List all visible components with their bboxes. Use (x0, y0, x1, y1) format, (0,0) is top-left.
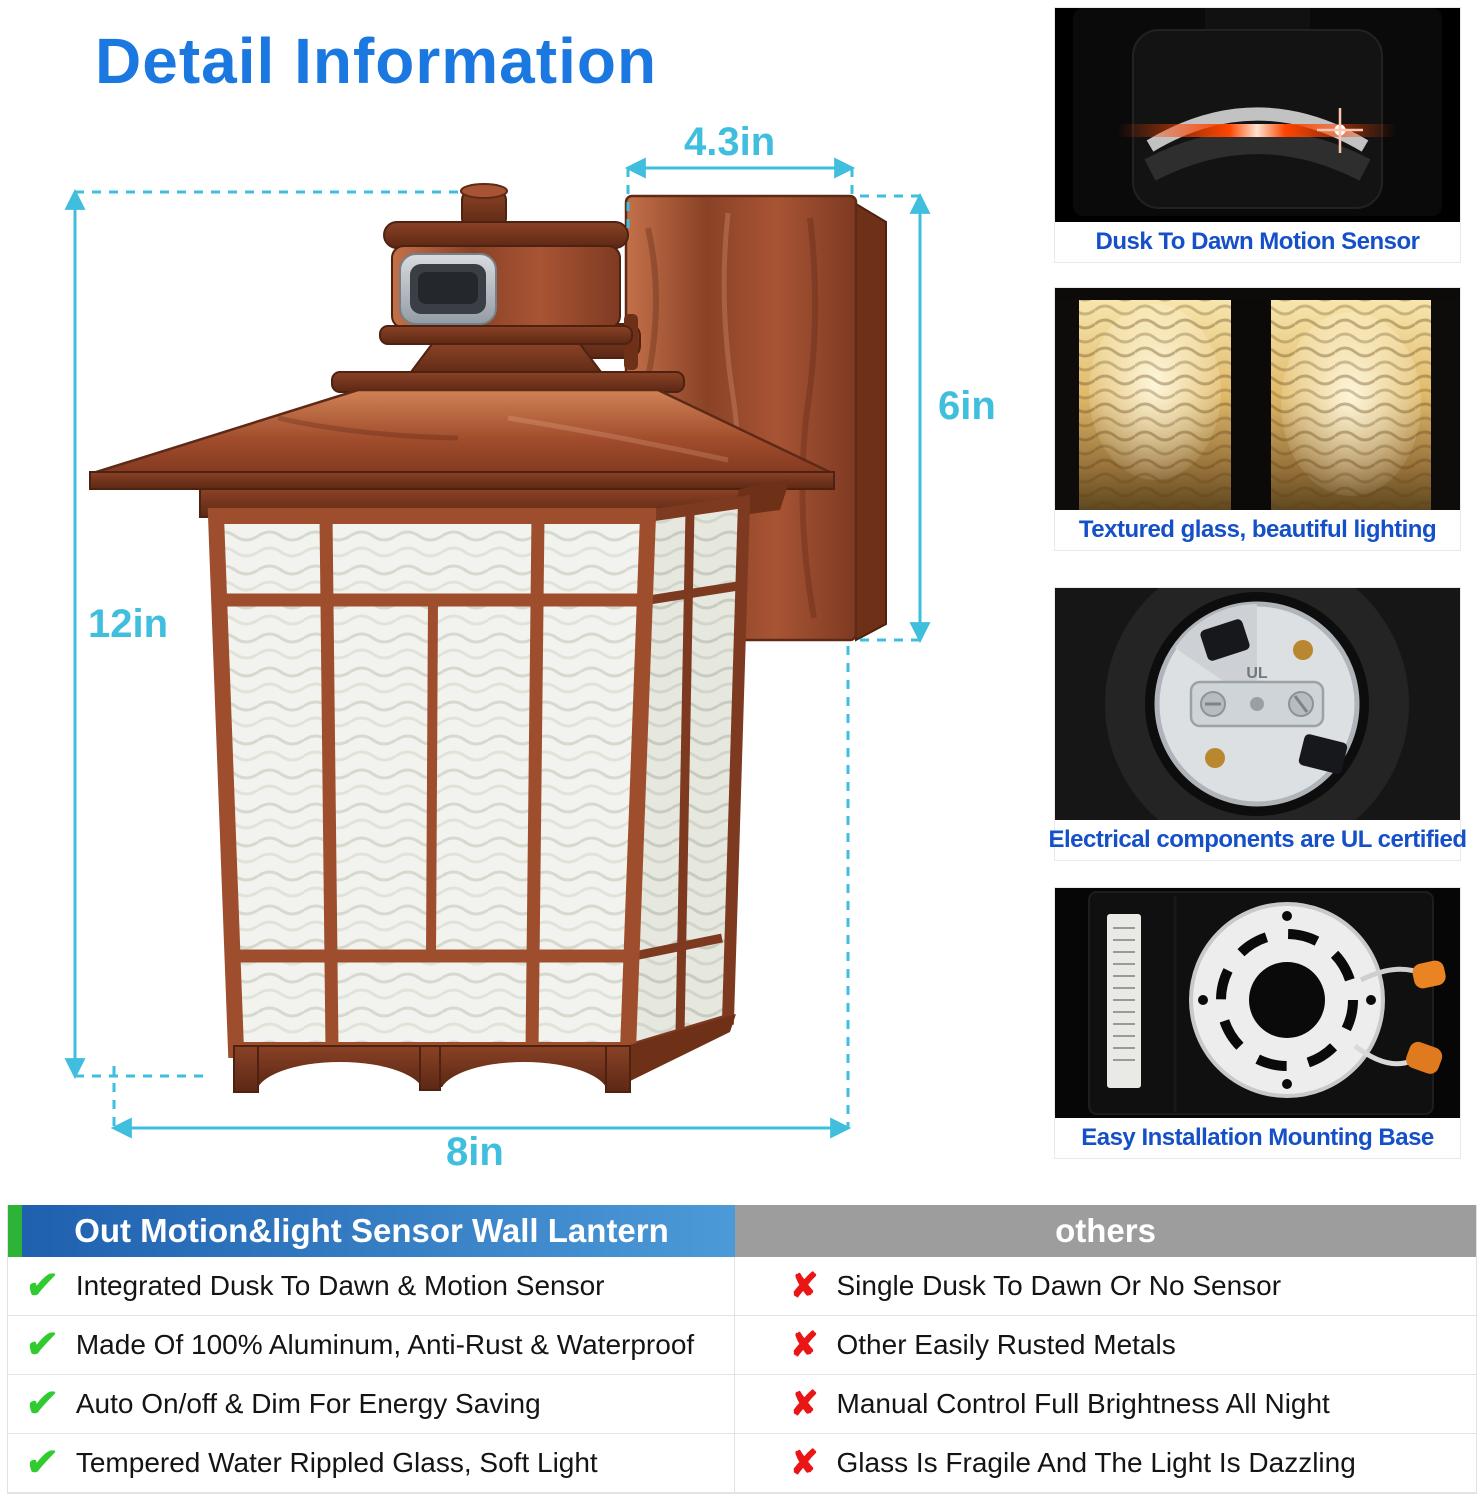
row-label: Single Dusk To Dawn Or No Sensor (836, 1270, 1282, 1301)
lantern-body (207, 495, 751, 1059)
cross-icon: ✘ (790, 1326, 819, 1364)
feature-panel-motion-sensor: Dusk To Dawn Motion Sensor (1055, 8, 1460, 262)
feature-caption-textured-glass: Textured glass, beautiful lighting (1055, 510, 1460, 550)
comparison-row-right-1: ✘ Single Dusk To Dawn Or No Sensor (735, 1257, 1476, 1316)
comparison-row-left-3: ✔ Auto On/off & Dim For Energy Saving (8, 1375, 735, 1434)
page-title: Detail Information (95, 25, 658, 97)
feature-panel-ul-certified: UL Electrical components are UL certifie… (1048, 588, 1467, 860)
comparison-header-right: others (735, 1205, 1476, 1257)
cross-icon: ✘ (790, 1267, 819, 1305)
cross-icon: ✘ (790, 1444, 819, 1482)
feature-caption-ul-certified: Electrical components are UL certified (1048, 820, 1467, 860)
motion-sensor (379, 183, 633, 377)
check-icon: ✔ (23, 1442, 61, 1484)
row-label: Made Of 100% Aluminum, Anti-Rust & Water… (75, 1329, 695, 1360)
comparison-row-left-4: ✔ Tempered Water Rippled Glass, Soft Lig… (8, 1434, 735, 1493)
cross-icon: ✘ (790, 1385, 819, 1423)
feature-caption-mounting-base: Easy Installation Mounting Base (1055, 1118, 1460, 1158)
mounting-base-image (1055, 888, 1460, 1118)
dimension-lines (64, 157, 931, 1139)
lantern-dimension-diagram (64, 157, 931, 1139)
comparison-header-left: Out Motion&light Sensor Wall Lantern (8, 1205, 735, 1257)
comparison-row-left-1: ✔ Integrated Dusk To Dawn & Motion Senso… (8, 1257, 735, 1316)
row-label: Tempered Water Rippled Glass, Soft Light (75, 1447, 598, 1478)
feature-panel-mounting-base: Easy Installation Mounting Base (1055, 888, 1460, 1158)
dim-label-bottom-width: 8in (446, 1130, 504, 1174)
dim-label-plate-height: 6in (938, 384, 996, 428)
feature-caption-motion-sensor: Dusk To Dawn Motion Sensor (1055, 222, 1460, 262)
check-icon: ✔ (23, 1265, 61, 1307)
lantern-roof (89, 371, 835, 518)
check-icon: ✔ (23, 1324, 61, 1366)
dim-label-top-width: 4.3in (684, 120, 776, 164)
comparison-header-left-label: Out Motion&light Sensor Wall Lantern (74, 1212, 669, 1249)
ul-mark: UL (1246, 665, 1268, 682)
row-label: Manual Control Full Brightness All Night (836, 1388, 1330, 1419)
motion-sensor-image (1055, 8, 1460, 222)
textured-glass-image (1055, 288, 1460, 510)
check-icon: ✔ (23, 1383, 61, 1425)
comparison-row-right-4: ✘ Glass Is Fragile And The Light Is Dazz… (735, 1434, 1476, 1493)
header-green-accent (8, 1205, 22, 1257)
row-label: Glass Is Fragile And The Light Is Dazzli… (836, 1447, 1356, 1478)
dim-label-total-height: 12in (88, 602, 169, 646)
comparison-row-right-3: ✘ Manual Control Full Brightness All Nig… (735, 1375, 1476, 1434)
comparison-table: Out Motion&light Sensor Wall Lantern oth… (7, 1205, 1477, 1494)
comparison-row-left-2: ✔ Made Of 100% Aluminum, Anti-Rust & Wat… (8, 1316, 735, 1375)
feature-panel-textured-glass: Textured glass, beautiful lighting (1055, 288, 1460, 550)
comparison-header-right-label: others (1055, 1212, 1156, 1249)
row-label: Other Easily Rusted Metals (836, 1329, 1176, 1360)
row-label: Integrated Dusk To Dawn & Motion Sensor (75, 1270, 605, 1301)
comparison-row-right-2: ✘ Other Easily Rusted Metals (735, 1316, 1476, 1375)
lantern-base (232, 1014, 736, 1126)
row-label: Auto On/off & Dim For Energy Saving (75, 1388, 541, 1419)
ul-socket-image: UL (1055, 588, 1460, 820)
